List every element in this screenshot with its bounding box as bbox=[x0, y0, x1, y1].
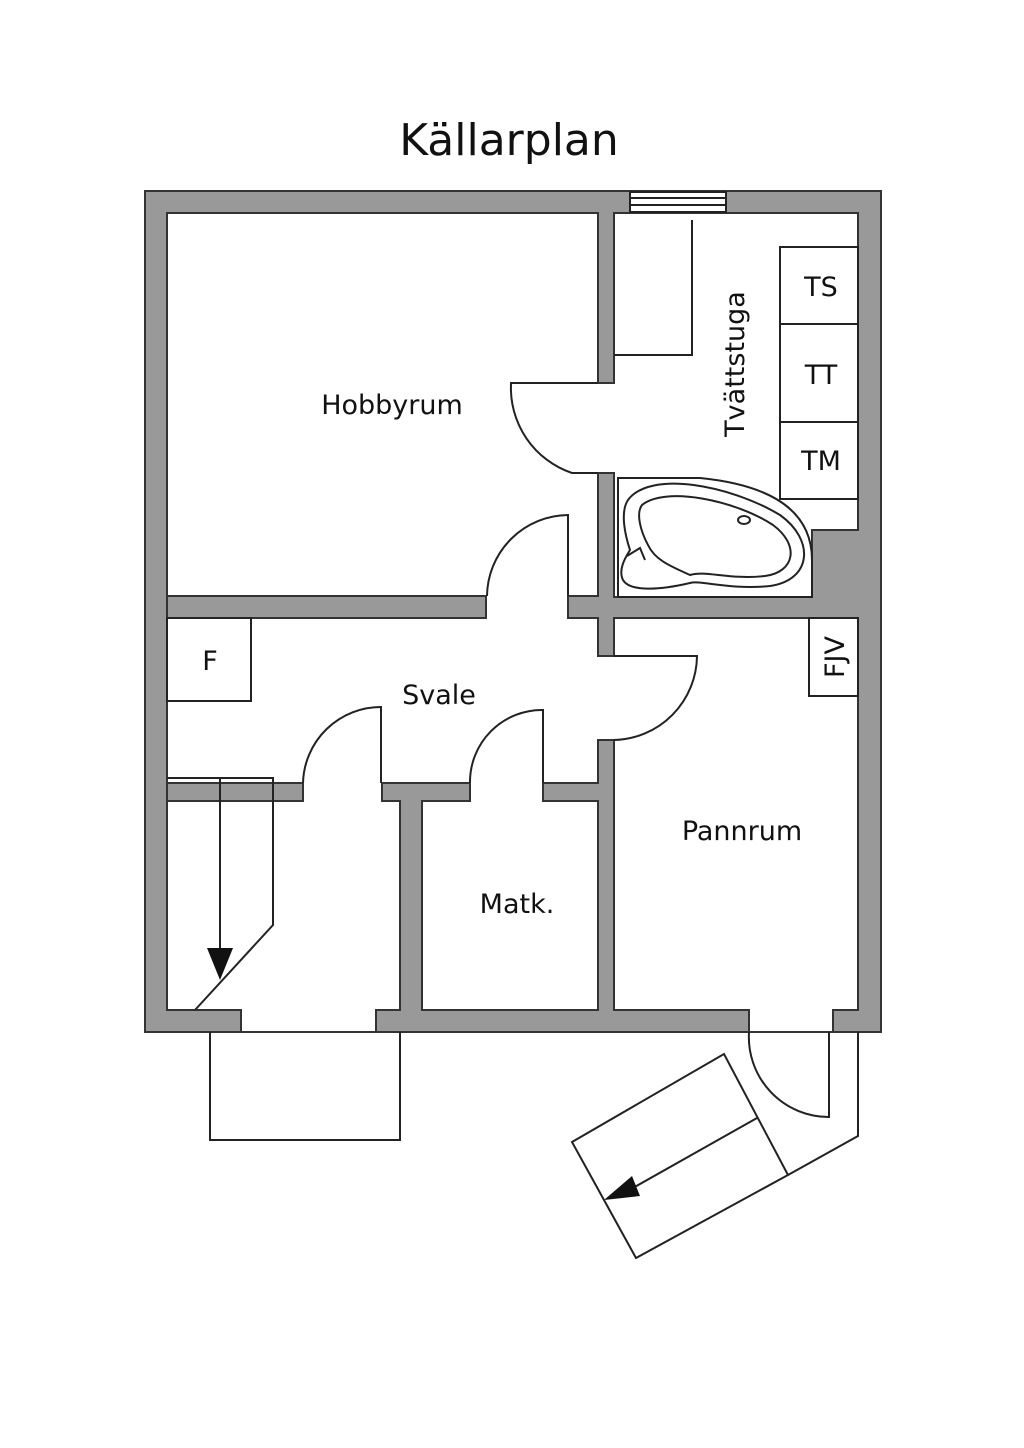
door-exterior bbox=[747, 1031, 830, 1119]
door-hobbyrum-laundry bbox=[509, 382, 598, 474]
tt-label: TT bbox=[804, 360, 838, 391]
interior-stairs bbox=[167, 777, 274, 1011]
laundry-cabinet bbox=[614, 220, 693, 356]
room-svale: Svale bbox=[402, 680, 476, 711]
exterior-stairs bbox=[570, 1032, 859, 1260]
exterior-landing bbox=[209, 1032, 401, 1141]
appliance-ts: TS bbox=[779, 246, 859, 325]
f-label: F bbox=[202, 646, 218, 677]
room-pannrum: Pannrum bbox=[682, 816, 802, 847]
ts-label: TS bbox=[803, 272, 838, 303]
window bbox=[629, 191, 727, 213]
plan-title: Källarplan bbox=[399, 115, 619, 166]
room-tvattstuga: Tvättstuga bbox=[720, 291, 751, 438]
fjv-label: FJV bbox=[820, 635, 851, 677]
appliance-tt: TT bbox=[779, 323, 859, 423]
tm-label: TM bbox=[800, 446, 841, 477]
door-hobbyrum-svale bbox=[486, 513, 569, 597]
fixture-f: F bbox=[166, 617, 252, 702]
bathtub bbox=[617, 477, 813, 598]
door-stair bbox=[302, 705, 382, 784]
appliance-tm: TM bbox=[779, 421, 859, 500]
room-hobbyrum: Hobbyrum bbox=[321, 390, 463, 421]
room-matk: Matk. bbox=[480, 889, 555, 920]
fixture-fjv: FJV bbox=[808, 617, 859, 697]
door-pannrum bbox=[613, 655, 699, 741]
door-matk bbox=[468, 708, 544, 784]
